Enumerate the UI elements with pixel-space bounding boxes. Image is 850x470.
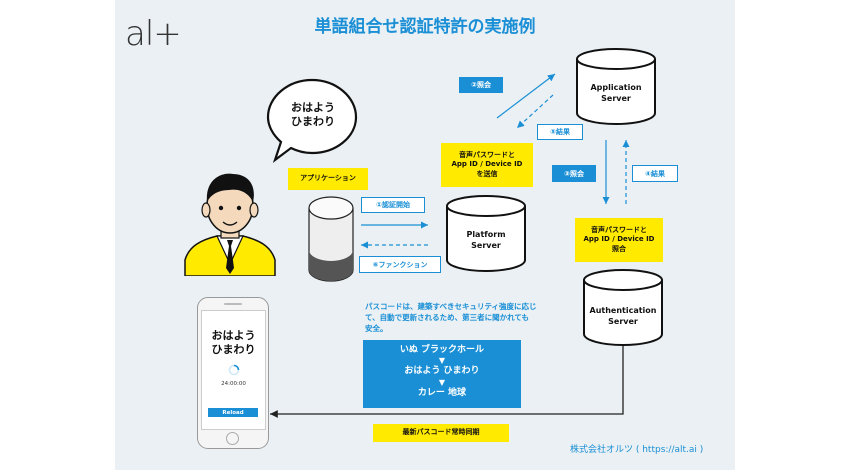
connector-layer — [270, 73, 630, 418]
label-passcode-sync: 最新パスコード常時同期 — [373, 424, 509, 442]
platform-server-cylinder — [446, 195, 526, 272]
application-server-cylinder — [576, 48, 656, 125]
arrow-sync — [270, 332, 624, 418]
speech-bubble-text: おはよう ひまわり — [291, 101, 335, 129]
authentication-server-cylinder — [583, 269, 663, 346]
phone-home-button — [226, 432, 239, 445]
word-sequence-box: いぬ ブラックホール ▼ おはよう ひまわり ▼ カレー 地球 — [363, 340, 521, 408]
label-application: アプリケーション — [288, 168, 368, 190]
reload-button[interactable]: Reload — [208, 408, 258, 417]
step-2-label: ②照会 — [459, 77, 503, 93]
smartphone: おはようひまわり 24:00:00 Reload — [197, 297, 269, 449]
phone-speaker — [224, 303, 242, 305]
brand-logo: al+ — [125, 14, 182, 54]
phone-words: おはようひまわり — [211, 329, 256, 357]
diagram-title: 単語組合せ認証特許の実施例 — [314, 17, 536, 37]
diagram-canvas: al+ 単語組合せ認証特許の実施例 おはよう ひまわり アプリケーション ①認証… — [115, 0, 735, 470]
security-note: パスコードは、建築すべきセキュリティ強度に応じて、自動で更新されるため、第三者に… — [365, 302, 537, 333]
speech-bubble — [266, 78, 358, 163]
step-5-label: ⑤結果 — [537, 124, 583, 140]
phone-timer: 24:00:00 — [221, 381, 246, 387]
arrow-query-app — [496, 73, 556, 119]
step-4-label: ④結果 — [632, 165, 678, 182]
step-1-label: ①認証開始 — [361, 197, 425, 213]
step-6-label: ⑥ファンクション — [359, 256, 441, 273]
step-3-label: ③照会 — [552, 165, 596, 182]
person-icon — [184, 173, 276, 276]
arrow-result-platform — [516, 94, 554, 129]
smart-speaker-icon — [308, 196, 354, 282]
phone-screen: おはようひまわり 24:00:00 Reload — [201, 310, 266, 430]
company-credit: 株式会社オルツ ( https://alt.ai ) — [570, 445, 704, 455]
loading-spinner-icon — [228, 364, 240, 376]
